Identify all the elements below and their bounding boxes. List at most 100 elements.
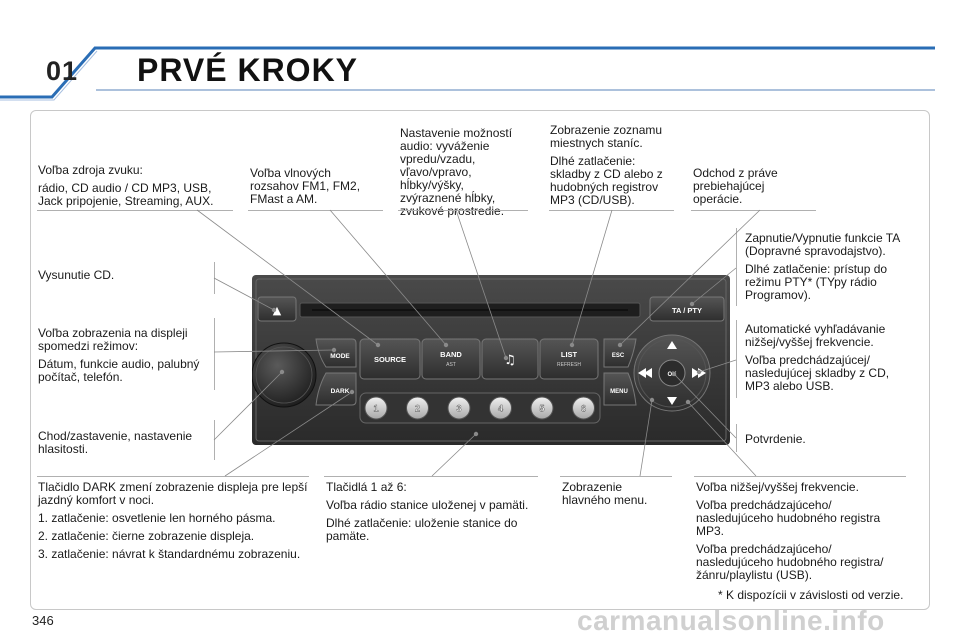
callout-ta-line-2: Dlhé zatlačenie: prístup do režimu PTY* … bbox=[745, 262, 888, 302]
preset-number-label: 2 bbox=[415, 404, 420, 414]
menu-button[interactable]: MENU bbox=[603, 372, 637, 406]
preset-button-face bbox=[364, 396, 388, 420]
preset-number-label: 4 bbox=[498, 404, 503, 414]
callout-audio-rule bbox=[398, 210, 528, 211]
callout-dark: Tlačidlo DARK zmení zobrazenie displeja … bbox=[38, 481, 308, 566]
chapter-header-banner bbox=[0, 0, 960, 108]
callout-presets-line-1: Tlačidlá 1 až 6: bbox=[326, 480, 407, 494]
mode-button[interactable]: MODE bbox=[315, 338, 357, 368]
preset-number-label: 3 bbox=[456, 404, 461, 414]
callout-audio-line-1: Nastavenie možností audio: vyváženie vpr… bbox=[400, 126, 513, 218]
ta-pty-label: TA / PTY bbox=[672, 306, 702, 315]
callout-freq: Voľba nižšej/vyššej frekvencie. Voľba pr… bbox=[696, 481, 906, 587]
list-refresh-button[interactable]: LIST REFRESH bbox=[539, 338, 599, 380]
watermark: carmanualsonline.info bbox=[577, 605, 885, 636]
callout-ta-rule bbox=[736, 228, 737, 306]
callout-dark-line-4: 3. zatlačenie: návrat k štandardnému zob… bbox=[38, 547, 301, 561]
callout-dark-line-2: 1. zatlačenie: osvetlenie len horného pá… bbox=[38, 511, 276, 525]
preset-button-2[interactable]: 2 bbox=[406, 396, 429, 420]
callout-mode: Voľba zobrazenia na displeji spomedzi re… bbox=[38, 327, 208, 389]
eject-button[interactable]: ▲ bbox=[257, 296, 297, 322]
eject-icon: ▲ bbox=[273, 304, 282, 317]
callout-esc: Odchod z práve prebiehajúcej operácie. bbox=[693, 167, 803, 211]
callout-presets: Tlačidlá 1 až 6: Voľba rádio stanice ulo… bbox=[326, 481, 536, 548]
callout-ok: Potvrdenie. bbox=[745, 433, 865, 451]
callout-band: Voľba vlnových rozsahov FM1, FM2, FMast … bbox=[250, 167, 380, 211]
callout-list-line-2: Dlhé zatlačenie: skladby z CD alebo z hu… bbox=[550, 154, 663, 207]
radio-unit: ▲ TA / PTY MODE DARK SOURCE BAND AST ♫ L… bbox=[252, 275, 730, 445]
callout-presets-rule bbox=[324, 476, 538, 477]
music-note-icon: ♫ bbox=[504, 353, 516, 368]
dark-label: DARK bbox=[331, 388, 350, 395]
up-arrow-icon[interactable] bbox=[667, 341, 677, 349]
callout-dark-rule bbox=[37, 476, 309, 477]
preset-button-5[interactable]: 5 bbox=[530, 396, 554, 420]
callout-dark-line-3: 2. zatlačenie: čierne zobrazenie displej… bbox=[38, 529, 255, 543]
preset-number-label: 6 bbox=[581, 404, 586, 414]
callout-mode-line-2: Dátum, funkcie audio, palubný počítač, t… bbox=[38, 357, 200, 384]
callout-ta-line-1: Zapnutie/Vypnutie funkcie TA (Dopravné s… bbox=[745, 231, 900, 258]
rewind-icon[interactable] bbox=[638, 368, 652, 378]
ta-pty-button[interactable]: TA / PTY bbox=[649, 296, 725, 322]
callout-auto-line-1: Automatické vyhľadávanie nižšej/vyššej f… bbox=[745, 322, 886, 349]
callout-source-line-1: Voľba zdroja zvuku: bbox=[38, 163, 143, 177]
callout-menu-line-1: Zobrazenie hlavného menu. bbox=[562, 480, 648, 507]
page-number: 346 bbox=[32, 613, 54, 628]
preset-button-face bbox=[530, 396, 554, 420]
callout-auto-line-2: Voľba predchádzajúcej/ nasledujúcej skla… bbox=[745, 353, 890, 393]
ok-button[interactable] bbox=[658, 359, 686, 387]
preset-number-label: 1 bbox=[373, 404, 378, 414]
callout-eject: Vysunutie CD. bbox=[38, 269, 198, 287]
preset-number-label: 5 bbox=[539, 404, 544, 414]
callout-freq-line-2: Voľba predchádzajúceho/ nasledujúceho hu… bbox=[696, 498, 881, 538]
callout-esc-line-1: Odchod z práve prebiehajúcej operácie. bbox=[693, 166, 778, 206]
source-button[interactable]: SOURCE bbox=[359, 338, 421, 380]
page-title: PRVÉ KROKY bbox=[137, 52, 359, 88]
band-sub-label: AST bbox=[446, 362, 456, 368]
callout-freq-line-3: Voľba predchádzajúceho/ nasledujúceho hu… bbox=[696, 542, 884, 582]
callout-auto: Automatické vyhľadávanie nižšej/vyššej f… bbox=[745, 323, 915, 398]
preset-button-face bbox=[447, 396, 471, 420]
callout-list: Zobrazenie zoznamu miestnych staníc. Dlh… bbox=[550, 124, 675, 212]
esc-label: ESC bbox=[612, 353, 625, 359]
mode-label: MODE bbox=[330, 353, 350, 360]
callout-source-rule bbox=[37, 210, 233, 211]
band-ast-button[interactable]: BAND AST bbox=[421, 338, 481, 380]
band-label: BAND bbox=[440, 350, 462, 359]
callout-source: Voľba zdroja zvuku: rádio, CD audio / CD… bbox=[38, 164, 234, 213]
chapter-number: 01 bbox=[46, 56, 79, 86]
preset-button-6[interactable]: 6 bbox=[572, 396, 595, 420]
callout-mode-rule bbox=[214, 318, 215, 390]
callout-volume: Chod/zastavenie, nastavenie hlasitosti. bbox=[38, 430, 210, 461]
volume-knob[interactable] bbox=[252, 342, 317, 408]
callout-menu: Zobrazenie hlavného menu. bbox=[562, 481, 672, 512]
callout-eject-line-1: Vysunutie CD. bbox=[38, 268, 115, 282]
source-label: SOURCE bbox=[374, 355, 406, 364]
callout-dark-line-1: Tlačidlo DARK zmení zobrazenie displeja … bbox=[38, 480, 308, 507]
audio-settings-button[interactable]: ♫ bbox=[481, 338, 539, 380]
callout-presets-line-2: Voľba rádio stanice uloženej v pamäti. bbox=[326, 498, 529, 512]
callout-menu-rule bbox=[560, 476, 672, 477]
down-arrow-icon[interactable] bbox=[667, 397, 677, 405]
callout-band-line-1: Voľba vlnových rozsahov FM1, FM2, FMast … bbox=[250, 166, 361, 206]
dark-button[interactable]: DARK bbox=[315, 372, 357, 406]
callout-esc-rule bbox=[691, 210, 816, 211]
callout-ok-rule bbox=[736, 424, 737, 452]
callout-source-line-2: rádio, CD audio / CD MP3, USB, Jack prip… bbox=[38, 181, 214, 208]
callout-volume-line-1: Chod/zastavenie, nastavenie hlasitosti. bbox=[38, 429, 193, 456]
callout-mode-line-1: Voľba zobrazenia na displeji spomedzi re… bbox=[38, 326, 188, 353]
callout-band-rule bbox=[248, 210, 383, 211]
footnote: * K dispozícii v závislosti od verzie. bbox=[718, 588, 904, 602]
preset-button-3[interactable]: 3 bbox=[447, 396, 471, 420]
list-sub-label: REFRESH bbox=[557, 362, 581, 368]
callout-ta: Zapnutie/Vypnutie funkcie TA (Dopravné s… bbox=[745, 232, 917, 307]
preset-buttons: 1 2 3 4 5 6 bbox=[364, 396, 595, 420]
preset-button-1[interactable]: 1 bbox=[364, 396, 388, 420]
callout-auto-rule bbox=[736, 320, 737, 398]
esc-button[interactable]: ESC bbox=[603, 338, 637, 368]
preset-button-4[interactable]: 4 bbox=[489, 396, 512, 420]
callout-freq-line-1: Voľba nižšej/vyššej frekvencie. bbox=[696, 480, 859, 494]
menu-label: MENU bbox=[610, 389, 628, 395]
preset-button-face bbox=[406, 396, 429, 420]
